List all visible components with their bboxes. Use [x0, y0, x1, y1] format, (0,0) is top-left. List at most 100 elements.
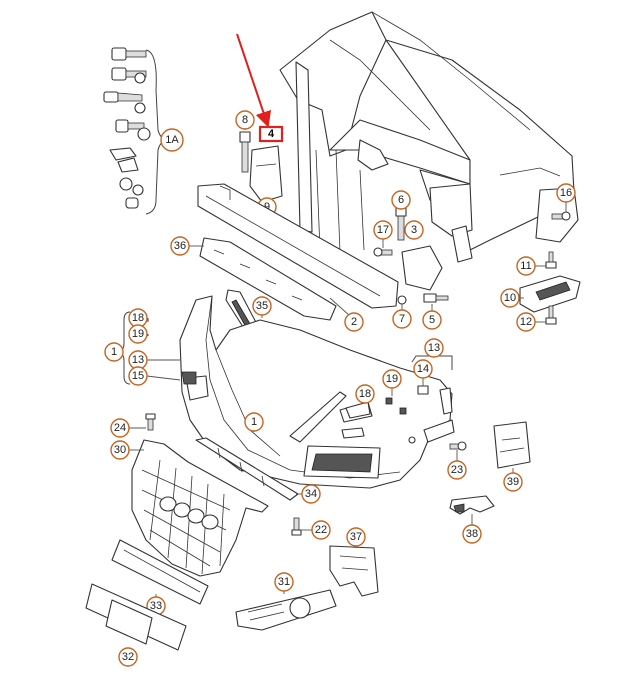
callout-34[interactable]: 34 [301, 484, 321, 504]
bolt-11 [545, 251, 557, 269]
svg-text:32: 32 [122, 651, 134, 663]
svg-text:36: 36 [174, 240, 186, 252]
svg-text:11: 11 [520, 260, 531, 272]
callout-24[interactable]: 24 [110, 418, 130, 438]
svg-text:34: 34 [305, 488, 317, 500]
grille-30 [131, 439, 269, 577]
svg-text:18: 18 [132, 312, 144, 324]
callout-15[interactable]: 15 [128, 366, 148, 386]
callout-18-group[interactable]: 18 [128, 308, 148, 328]
svg-text:35: 35 [256, 300, 268, 312]
callout-6[interactable]: 6 [391, 190, 411, 210]
svg-text:37: 37 [350, 531, 362, 543]
callout-17[interactable]: 17 [373, 220, 393, 240]
bracket-13-right [411, 355, 453, 415]
highlight-label-4[interactable]: 4 [258, 125, 284, 143]
svg-text:17: 17 [377, 224, 389, 236]
callout-1-group[interactable]: 1 [104, 342, 124, 362]
svg-text:4: 4 [268, 128, 275, 140]
hardware-set-1a: 1A [103, 47, 184, 215]
callout-14[interactable]: 14 [413, 359, 433, 379]
svg-text:24: 24 [114, 422, 126, 434]
plate-holder-32 [85, 583, 187, 651]
svg-text:22: 22 [315, 524, 327, 536]
svg-text:13: 13 [132, 354, 144, 366]
callout-39[interactable]: 39 [503, 472, 523, 492]
svg-text:15: 15 [132, 370, 144, 382]
bolt-12 [545, 305, 557, 325]
svg-text:33: 33 [150, 600, 162, 612]
screw-16 [551, 211, 571, 221]
bumper-cover [179, 295, 455, 489]
svg-text:9: 9 [264, 201, 270, 213]
svg-text:19: 19 [386, 373, 398, 385]
svg-text:39: 39 [507, 476, 519, 488]
svg-text:14: 14 [417, 363, 429, 375]
callout-32[interactable]: 32 [118, 647, 138, 667]
svg-text:1A: 1A [165, 134, 179, 146]
screw-24 [145, 413, 156, 431]
fog-grille-31 [235, 589, 337, 631]
svg-text:12: 12 [520, 316, 532, 328]
bolt-6 [395, 207, 407, 241]
callout-23[interactable]: 23 [447, 460, 467, 480]
callout-30[interactable]: 30 [110, 440, 130, 460]
bracket-part-4 [249, 145, 283, 203]
callout-31[interactable]: 31 [274, 572, 294, 592]
callout-8[interactable]: 8 [235, 110, 255, 130]
callout-11[interactable]: 11 [516, 256, 536, 276]
svg-text:3: 3 [411, 224, 417, 236]
screw-23 [449, 441, 467, 451]
impact-bar-2 [197, 183, 399, 309]
callout-37[interactable]: 37 [346, 527, 366, 547]
callout-3[interactable]: 3 [404, 220, 424, 240]
callout-2[interactable]: 2 [344, 312, 364, 332]
svg-text:16: 16 [560, 187, 572, 199]
clips-19 [385, 397, 407, 415]
clip-7 [397, 295, 407, 305]
screw-22-lower [291, 517, 302, 536]
clip-push [119, 177, 144, 209]
svg-text:18: 18 [359, 388, 371, 400]
bolt-washer [115, 119, 151, 141]
callout-5[interactable]: 5 [422, 310, 442, 330]
bracket-14 [417, 385, 429, 395]
callout-1-bumper[interactable]: 1 [244, 412, 264, 432]
callout-7[interactable]: 7 [392, 309, 412, 329]
bracket-right [401, 245, 443, 291]
bracket-37 [329, 545, 379, 597]
svg-text:38: 38 [466, 528, 478, 540]
bolt-hex [111, 67, 147, 84]
bolt-5 [423, 293, 449, 303]
cover-bag-39 [493, 421, 531, 469]
callout-1a[interactable]: 1A [160, 128, 184, 152]
svg-text:31: 31 [278, 576, 290, 588]
callout-18[interactable]: 18 [355, 384, 375, 404]
svg-text:1: 1 [251, 416, 257, 428]
svg-text:8: 8 [242, 114, 248, 126]
callout-12[interactable]: 12 [516, 312, 536, 332]
cover-18 [345, 401, 371, 419]
svg-text:23: 23 [451, 464, 463, 476]
front-body-structure [279, 11, 579, 263]
callout-35[interactable]: 35 [252, 296, 272, 316]
callout-22-lower[interactable]: 22 [311, 520, 331, 540]
callout-19-group[interactable]: 19 [128, 324, 148, 344]
callout-38[interactable]: 38 [462, 524, 482, 544]
clip-rivet [109, 147, 139, 173]
clip-38 [449, 495, 495, 515]
svg-text:30: 30 [114, 444, 126, 456]
bolt-8 [239, 131, 251, 173]
highlight-arrow [236, 33, 272, 128]
svg-text:6: 6 [398, 194, 404, 206]
guide-bracket-10 [519, 275, 581, 313]
callout-19-right[interactable]: 19 [382, 369, 402, 389]
svg-text:7: 7 [399, 313, 405, 325]
callout-13-group[interactable]: 13 [128, 350, 148, 370]
callout-16[interactable]: 16 [556, 183, 576, 203]
callout-13-right[interactable]: 13 [424, 338, 444, 358]
svg-text:2: 2 [351, 316, 357, 328]
callout-10[interactable]: 10 [500, 288, 520, 308]
callout-36[interactable]: 36 [170, 236, 190, 256]
